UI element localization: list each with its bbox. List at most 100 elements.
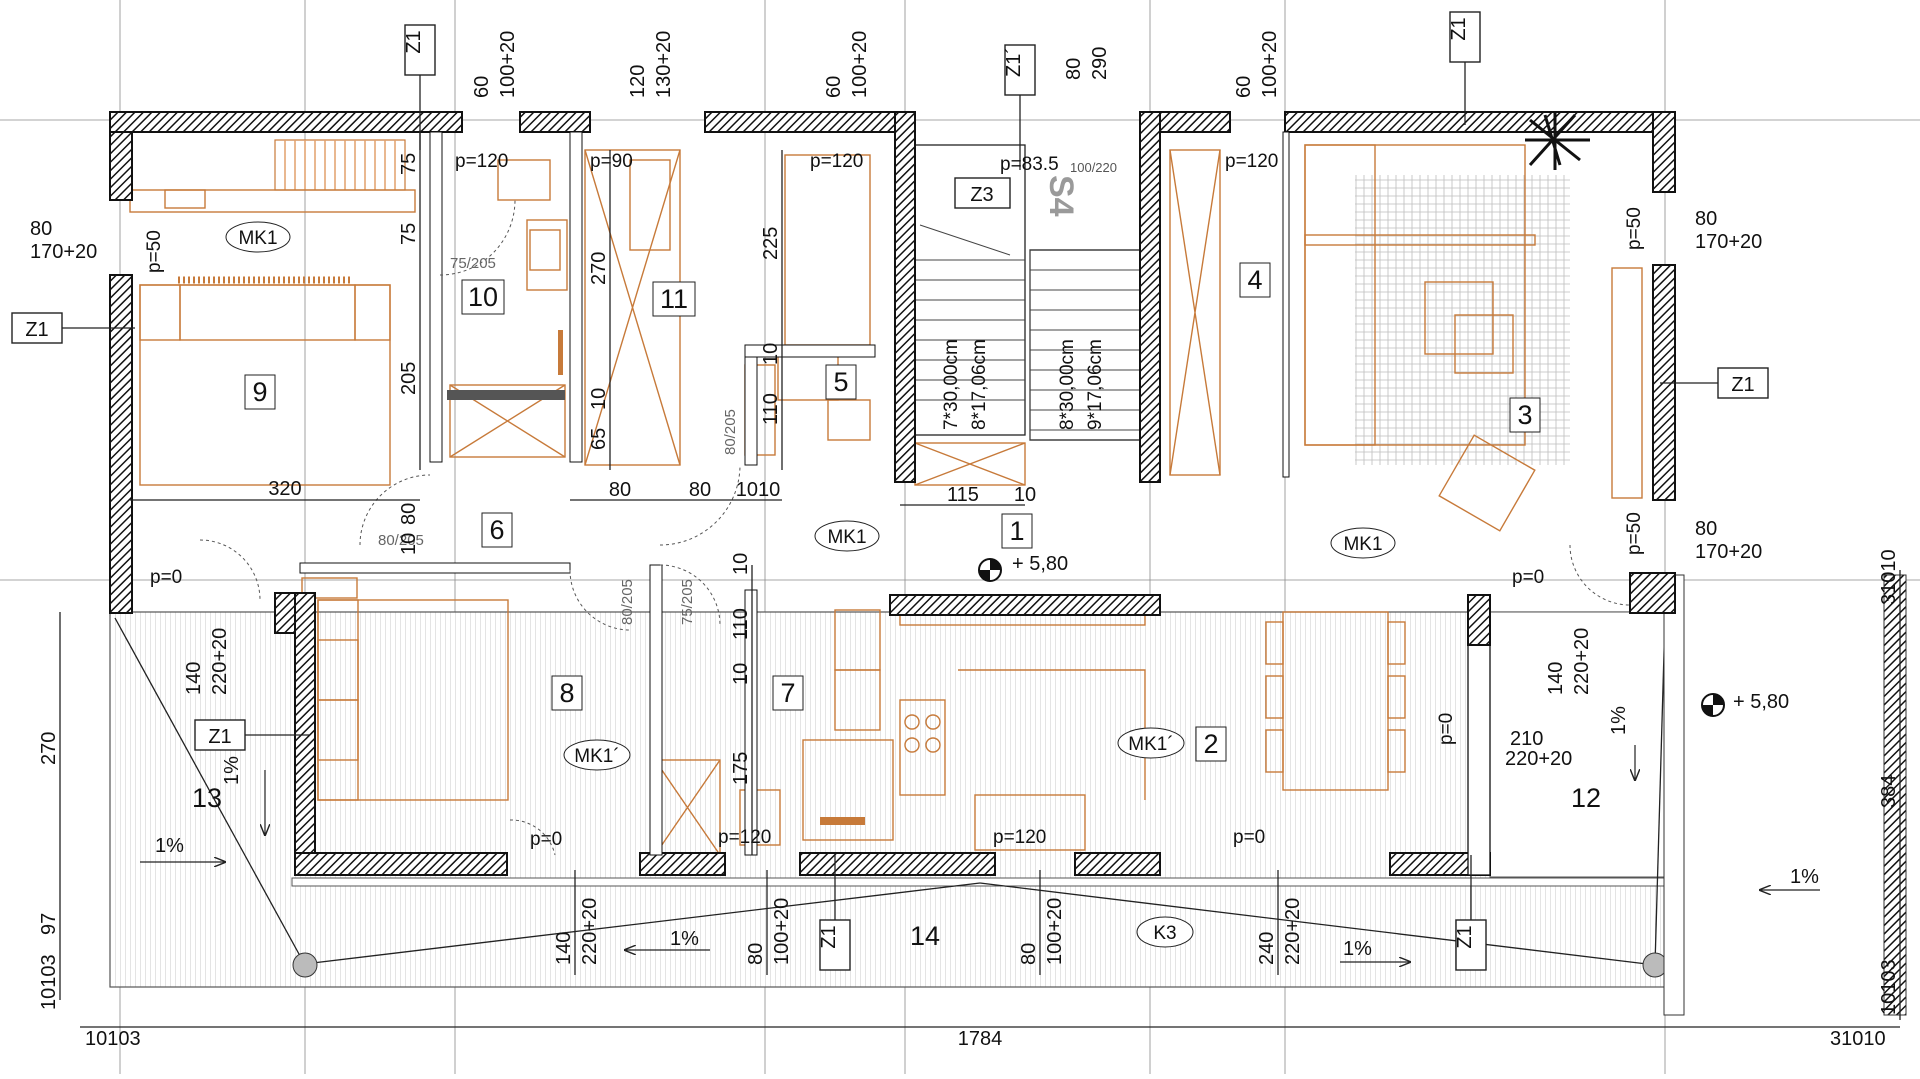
parapet-p90: p=90 bbox=[590, 151, 633, 172]
walls bbox=[109, 111, 1676, 876]
right-window-1a: 80 bbox=[1695, 208, 1717, 230]
dim-1784: 1784 bbox=[958, 1028, 1003, 1050]
room-1: 1 bbox=[1009, 516, 1024, 546]
section-tag-bottom-1: Z1 bbox=[818, 925, 840, 948]
room-13: 13 bbox=[192, 783, 222, 813]
top-dim-1b: 100+20 bbox=[497, 31, 519, 98]
room-4: 4 bbox=[1247, 265, 1262, 295]
bottom-window-2a: 80 bbox=[745, 943, 767, 965]
room-2: 2 bbox=[1203, 729, 1218, 759]
right-window-2a: 80 bbox=[1695, 518, 1717, 540]
bottom-window-1a: 140 bbox=[553, 932, 575, 965]
parapet-p0-c: p=0 bbox=[530, 829, 562, 850]
top-dim-4a: 80 bbox=[1063, 58, 1085, 80]
interior-dimensions: 75 75 205 80 10 320 270 10 65 225 10 110… bbox=[130, 130, 1036, 855]
stair-door: 100/220 bbox=[1070, 160, 1117, 175]
right-window-2b: 170+20 bbox=[1695, 541, 1762, 563]
top-dim-2b: 130+20 bbox=[653, 31, 675, 98]
finish-mk1-b: MK1 bbox=[827, 527, 866, 548]
top-dim-1a: 60 bbox=[471, 76, 493, 98]
dim-31010-bottom: 31010 bbox=[1830, 1028, 1886, 1050]
slope-3: 1% bbox=[670, 928, 699, 950]
stair-right-line2: 9*17,06cm bbox=[1085, 339, 1106, 430]
stair-left-line1: 7*30,00cm bbox=[941, 339, 962, 430]
dim-110-a: 110 bbox=[760, 393, 782, 425]
finish-labels: MK1 MK1 MK1 MK1´ MK1´ K3 bbox=[225, 221, 1396, 948]
section-tags: Z1 Z1´ Z1 Z1 Z1 Z1 Z1 Z1 bbox=[11, 11, 1769, 971]
top-dim-5a: 60 bbox=[1233, 76, 1255, 98]
dim-10-b: 10 bbox=[760, 343, 782, 365]
finish-mk1-a: MK1 bbox=[238, 228, 277, 249]
parapet-p50-right-a: p=50 bbox=[1624, 207, 1645, 250]
door-12-d: 220+20 bbox=[1571, 628, 1593, 695]
top-dim-5b: 100+20 bbox=[1259, 31, 1281, 98]
dim-270: 270 bbox=[588, 252, 610, 285]
section-tag-right: Z1 bbox=[1731, 374, 1754, 396]
door-12-b: 220+20 bbox=[1505, 748, 1572, 770]
dim-10-mid: 10 bbox=[588, 388, 610, 410]
door-12-c: 140 bbox=[1545, 662, 1567, 695]
door-size-75-b: 75/205 bbox=[679, 579, 696, 625]
door-size-80-c: 80/205 bbox=[619, 579, 636, 625]
dim-75-a: 75 bbox=[398, 153, 420, 175]
door-size-75-a: 75/205 bbox=[450, 255, 496, 272]
dim-10103-left: 10103 bbox=[38, 954, 60, 1010]
dim-10103-bottom: 10103 bbox=[85, 1028, 141, 1050]
finish-k3: K3 bbox=[1153, 923, 1176, 944]
dim-10-d: 10 bbox=[730, 663, 752, 685]
bottom-window-2b: 100+20 bbox=[771, 898, 793, 965]
room-numbers: 9 10 11 5 4 3 6 1 8 7 2 13 12 14 bbox=[192, 262, 1601, 951]
door-13-a: 140 bbox=[183, 662, 205, 695]
slope-5: 1% bbox=[1608, 706, 1630, 735]
finish-mk1p-b: MK1´ bbox=[1128, 734, 1173, 755]
dim-65: 65 bbox=[588, 428, 610, 450]
door-size-80-a: 80/205 bbox=[378, 532, 424, 549]
section-tag-mid-left: Z1 bbox=[208, 726, 231, 748]
dim-10103-right: 10103 bbox=[1878, 959, 1900, 1015]
slope-4: 1% bbox=[1343, 938, 1372, 960]
door-13-b: 220+20 bbox=[209, 628, 231, 695]
section-tag-top-3: Z1 bbox=[1448, 17, 1470, 40]
dim-10-stair: 10 bbox=[1014, 484, 1036, 506]
room-11: 11 bbox=[660, 284, 688, 314]
room-8: 8 bbox=[559, 678, 574, 708]
room-5: 5 bbox=[833, 367, 848, 397]
parapet-p0-d: p=0 bbox=[1233, 827, 1265, 848]
room-7: 7 bbox=[780, 678, 795, 708]
elevation-markers: + 5,80 + 5,80 bbox=[978, 553, 1789, 717]
stair-right-line1: 8*30,00cm bbox=[1057, 339, 1078, 430]
section-tag-top-1: Z1 bbox=[403, 30, 425, 53]
slope-6: 1% bbox=[1790, 866, 1819, 888]
elevation-label-1: + 5,80 bbox=[1012, 553, 1068, 575]
parapet-p120-e: p=120 bbox=[993, 827, 1046, 848]
slope-labels: 1% 1% 1% 1% 1% 1% bbox=[155, 706, 1819, 960]
top-dim-4b: 290 bbox=[1089, 47, 1111, 80]
dim-384: 384 bbox=[1878, 775, 1900, 808]
dim-270-outer: 270 bbox=[38, 732, 60, 765]
door-size-80-b: 80/205 bbox=[722, 409, 739, 455]
dim-75-b: 75 bbox=[398, 223, 420, 245]
parapet-p120-a: p=120 bbox=[455, 151, 508, 172]
room-10: 10 bbox=[468, 282, 498, 312]
parapet-p50-left: p=50 bbox=[144, 230, 165, 273]
stair-tag: Z3 bbox=[970, 184, 993, 206]
stair: S4 100/220 7*30,00cm 8*17,06cm 8*30,00cm… bbox=[904, 144, 1141, 441]
side-dimensions: 80 170+20 80 170+20 80 170+20 210 220+20… bbox=[30, 208, 1762, 770]
parapet-p0-b: p=0 bbox=[1512, 567, 1544, 588]
top-dim-3b: 100+20 bbox=[849, 31, 871, 98]
dim-115: 115 bbox=[947, 484, 979, 506]
dim-10-left: 10 bbox=[398, 533, 420, 555]
stair-tag-box bbox=[954, 177, 1011, 209]
right-window-1b: 170+20 bbox=[1695, 231, 1762, 253]
bottom-window-4a: 240 bbox=[1256, 932, 1278, 965]
top-dim-3a: 60 bbox=[823, 76, 845, 98]
bottom-window-3b: 100+20 bbox=[1044, 898, 1066, 965]
finish-mk1p-a: MK1´ bbox=[574, 746, 619, 767]
dim-175: 175 bbox=[730, 752, 752, 785]
top-dim-2a: 120 bbox=[627, 65, 649, 98]
room-14: 14 bbox=[910, 921, 940, 951]
finish-mk1-c: MK1 bbox=[1343, 534, 1382, 555]
dim-10-c: 10 bbox=[730, 553, 752, 575]
bottom-dimensions: 140 220+20 80 100+20 80 100+20 240 220+2… bbox=[553, 870, 1304, 975]
